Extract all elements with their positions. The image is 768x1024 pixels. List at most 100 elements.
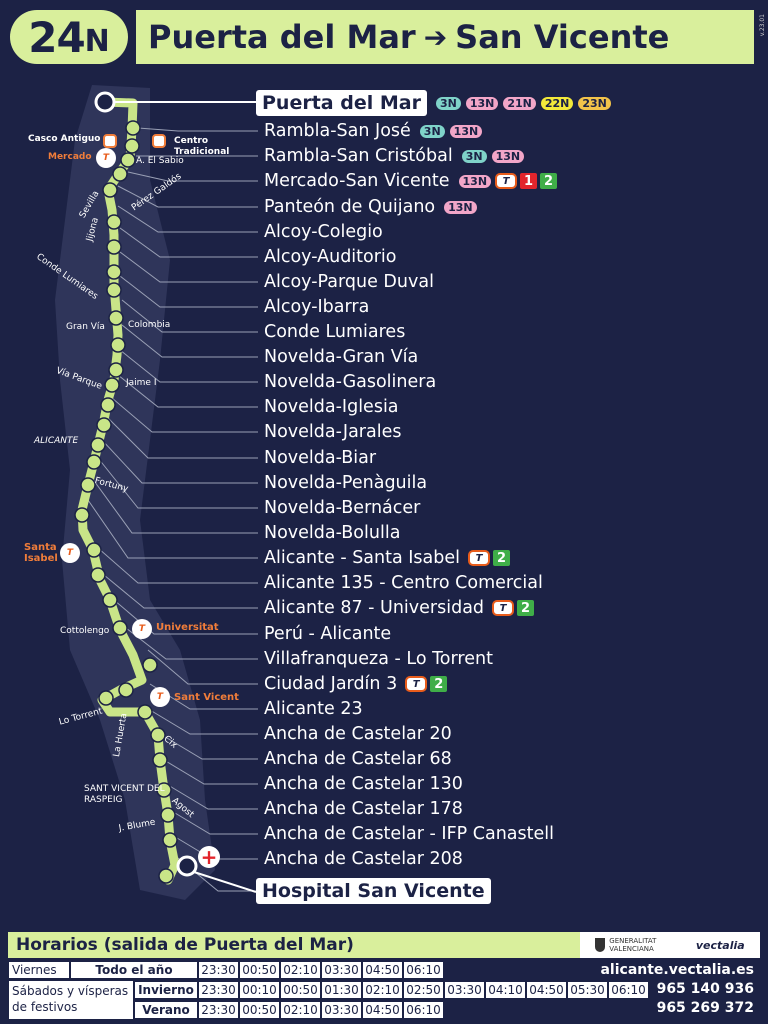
origin-marker [94, 91, 116, 113]
stop-name: Alcoy-Parque Duval [264, 272, 434, 292]
stop-connectors [87, 127, 258, 892]
stop-leader-line [103, 574, 258, 609]
bus-stop: Ancha de Castelar 208 [264, 848, 463, 870]
stop-name: Ancha de Castelar 208 [264, 849, 463, 869]
stop-leader-line [91, 477, 258, 534]
stop-leader-line [113, 599, 258, 635]
departure-time: 04:50 [362, 961, 403, 979]
departure-time: 02:10 [362, 981, 403, 999]
stop-name: Hospital San Vicente [256, 878, 491, 904]
stop-dot [142, 657, 158, 673]
bus-stop: Alcoy-Colegio [264, 221, 383, 243]
bus-stop: Alicante 23 [264, 698, 363, 720]
schedule-period: Invierno [134, 981, 198, 999]
map-label-casco-antiguo: Casco Antiguo [28, 134, 101, 144]
stop-name: Alcoy-Auditorio [264, 247, 397, 267]
stop-name: Alicante 23 [264, 699, 363, 719]
bus-stop: Novelda-Bolulla [264, 522, 400, 544]
departure-time: 23:30 [198, 981, 239, 999]
stop-leader-line [119, 251, 258, 283]
tram-icon: T [468, 550, 491, 566]
stop-name: Conde Lumiares [264, 322, 406, 342]
stop-leader-line [119, 227, 258, 258]
route-map [55, 85, 258, 900]
tram-line-badge: 2 [517, 600, 535, 616]
stop-dot [110, 337, 126, 353]
schedule-period: Todo el año [70, 961, 198, 979]
stop-dot [156, 782, 172, 798]
bus-stop: Alcoy-Parque Duval [264, 271, 434, 293]
bus-stop: Ancha de Castelar 178 [264, 798, 463, 820]
map-label-colombia: Colombia [128, 320, 171, 330]
departure-time: 23:30 [198, 1001, 239, 1019]
bus-line-badge: 22N [539, 95, 575, 111]
stop-name: Ancha de Castelar - IFP Canastell [264, 824, 554, 844]
departure-time: 00:50 [239, 961, 280, 979]
schedule-day: Viernes [8, 961, 70, 979]
stop-name: Novelda-Penàguila [264, 473, 428, 493]
bus-stop: Novelda-Bernácer [264, 497, 420, 519]
stop-name: Novelda-Gran Vía [264, 347, 419, 367]
departure-time: 03:30 [444, 981, 485, 999]
stop-dot [86, 542, 102, 558]
bus-line-badge: 13N [464, 95, 500, 111]
map-label-centro-tradicional: Centro Tradicional [174, 136, 230, 157]
bus-line-badge: 13N [448, 123, 484, 139]
stop-name: Ancha de Castelar 130 [264, 774, 463, 794]
stop-dot [150, 727, 166, 743]
stop-name: Puerta del Mar [256, 90, 427, 116]
schedule-period: Verano [134, 1001, 198, 1019]
website[interactable]: alicante.vectalia.es [600, 962, 754, 978]
stop-dot [80, 477, 96, 493]
phone-number[interactable]: 965 140 936 [656, 981, 754, 997]
schedule-title: Horarios (salida de Puerta del Mar) [8, 932, 584, 958]
stop-name: Novelda-Jarales [264, 422, 402, 442]
stop-dot [112, 166, 128, 182]
stop-dot [106, 239, 122, 255]
stop-name: Novelda-Bolulla [264, 523, 401, 543]
departure-time: 00:50 [280, 981, 321, 999]
stop-dot [90, 437, 106, 453]
stop-leader-line [169, 809, 258, 835]
departure-time: 03:30 [321, 1001, 362, 1019]
stop-leader-line [101, 439, 258, 484]
departure-time: 01:30 [321, 981, 362, 999]
departure-time: 03:30 [321, 961, 362, 979]
bus-stop: Alcoy-Auditorio [264, 246, 397, 268]
tram-icon: T [492, 600, 515, 616]
tram-icon: T [150, 687, 170, 707]
bus-line-badge: 13N [457, 173, 493, 189]
departure-time: 06:10 [403, 961, 444, 979]
stop-name: Ciudad Jardín 3 [264, 674, 398, 694]
schedule-day: Sábados y vísperas de festivos [8, 980, 134, 1020]
stop-dot [158, 868, 174, 884]
bus-stop: Novelda-Penàguila [264, 472, 427, 494]
stop-dot [118, 682, 134, 698]
stop-leader-line [163, 759, 258, 785]
stop-name: Rambla-San Cristóbal [264, 146, 453, 166]
stop-leader-line [167, 784, 258, 810]
stop-name: Novelda-Iglesia [264, 397, 399, 417]
phone-number[interactable]: 965 269 372 [656, 1000, 754, 1016]
stop-name: Villafranqueza - Lo Torrent [264, 649, 493, 669]
map-label-el-sabio: A. El Sabio [136, 156, 184, 166]
map-label-universitat: Universitat [156, 622, 219, 633]
tram-icon: T [495, 173, 518, 189]
map-label-mercado: Mercado [48, 152, 92, 162]
stop-leader-line [97, 547, 258, 584]
stop-name: Perú - Alicante [264, 624, 392, 644]
line-suffix: N [84, 23, 110, 59]
terminal-stop: Hospital San Vicente [256, 878, 491, 904]
bus-stop: Novelda-Jarales [264, 421, 401, 443]
bus-stop: Novelda-Iglesia [264, 396, 399, 418]
bus-stop: Alcoy-Ibarra [264, 296, 369, 318]
bus-stop: Alicante 135 - Centro Comercial [264, 572, 543, 594]
bus-stop: Novelda-Gran Vía [264, 346, 418, 368]
stop-name: Ancha de Castelar 20 [264, 724, 452, 744]
